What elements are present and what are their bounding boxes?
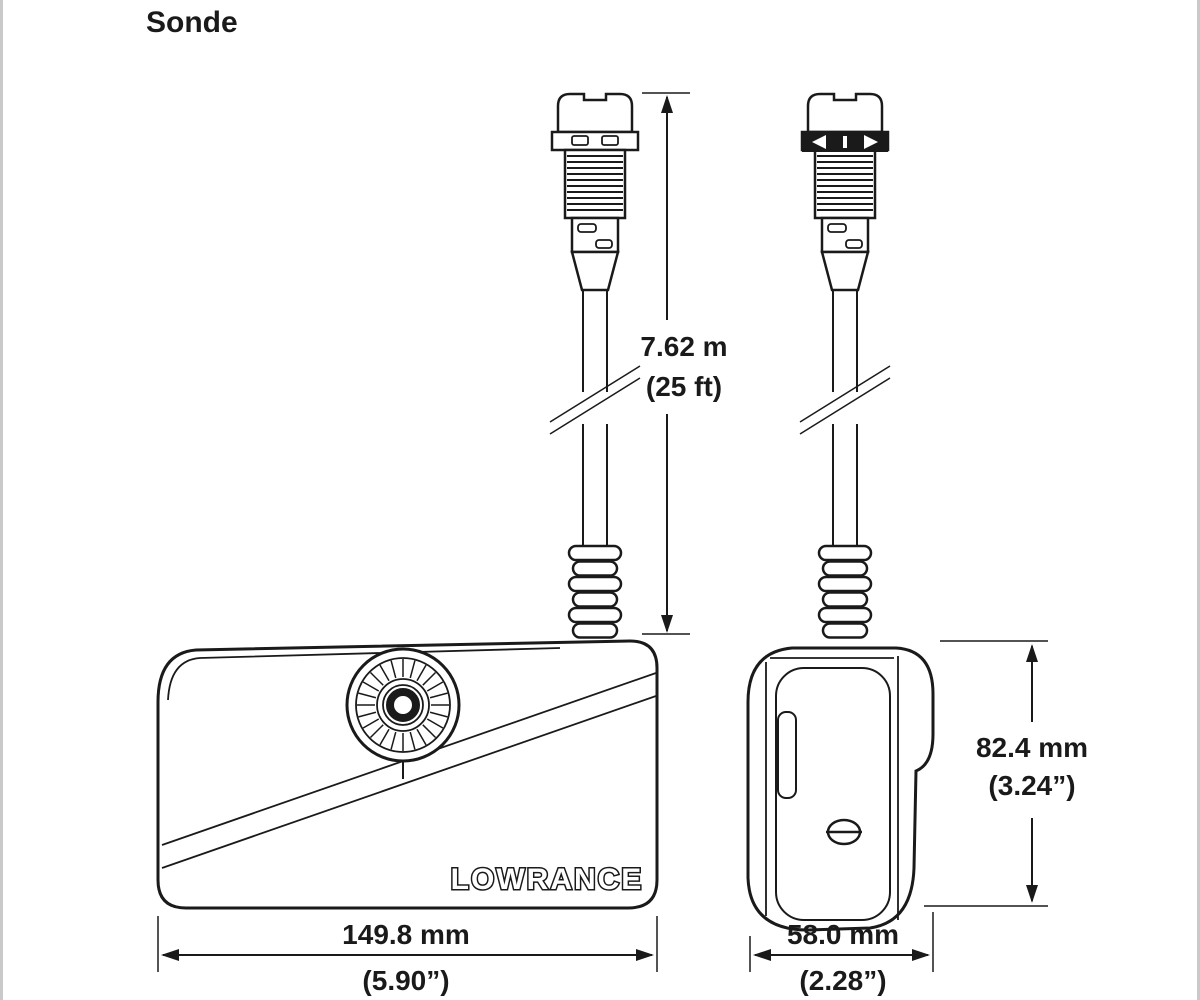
dimension-height: 82.4 mm (3.24”): [924, 640, 1088, 907]
page-edge-left: [0, 0, 3, 1000]
front-body-outline: [156, 639, 659, 910]
knob-inner-ring: [382, 684, 424, 726]
ratchet-knob: [345, 647, 461, 779]
height-metric: 82.4 mm: [976, 732, 1088, 763]
brand-logo: LOWRANCE: [451, 863, 644, 896]
width-metric: 149.8 mm: [342, 919, 470, 950]
arrowhead-left: [753, 949, 771, 961]
knob-rays: [357, 659, 449, 751]
cable-length-imperial: (25 ft): [646, 371, 722, 402]
arrowhead-down: [661, 615, 673, 633]
front-body-inner-top-line: [167, 647, 561, 701]
knob-inner-ring: [376, 678, 430, 732]
page-title: Sonde: [146, 6, 238, 39]
width-imperial: (5.90”): [362, 965, 449, 996]
arrowhead-right: [636, 949, 654, 961]
dimension-depth: 58.0 mm (2.28”): [749, 912, 934, 996]
cable-length-metric: 7.62 m: [640, 331, 727, 362]
page-edge-right: [1197, 0, 1200, 1000]
knob-ring: [355, 657, 451, 753]
knob-center: [386, 688, 420, 722]
cable-connector-front: [548, 92, 642, 639]
connector-collar-slots: [571, 135, 619, 146]
dimension-cable-length: 7.62 m (25 ft): [640, 92, 728, 635]
side-view-transducer: [746, 646, 935, 932]
height-imperial: (3.24”): [988, 770, 1075, 801]
mount-screw: [826, 818, 862, 846]
front-body-diagonal-line: [161, 695, 657, 869]
arrowhead-down: [1026, 885, 1038, 903]
cable-connector-side: [798, 92, 892, 639]
front-view-transducer: LOWRANCE: [156, 639, 659, 910]
connector-direction-arrows-icon: [802, 132, 888, 152]
side-mount-slot: [777, 711, 797, 799]
side-element-housing: [775, 667, 891, 921]
arrowhead-left: [161, 949, 179, 961]
side-body-outline: [746, 646, 935, 932]
dimension-width: 149.8 mm (5.90”): [157, 916, 658, 996]
arrowhead-up: [661, 95, 673, 113]
depth-imperial: (2.28”): [799, 965, 886, 996]
arrowhead-up: [1026, 644, 1038, 662]
arrowhead-right: [912, 949, 930, 961]
depth-metric: 58.0 mm: [787, 919, 899, 950]
